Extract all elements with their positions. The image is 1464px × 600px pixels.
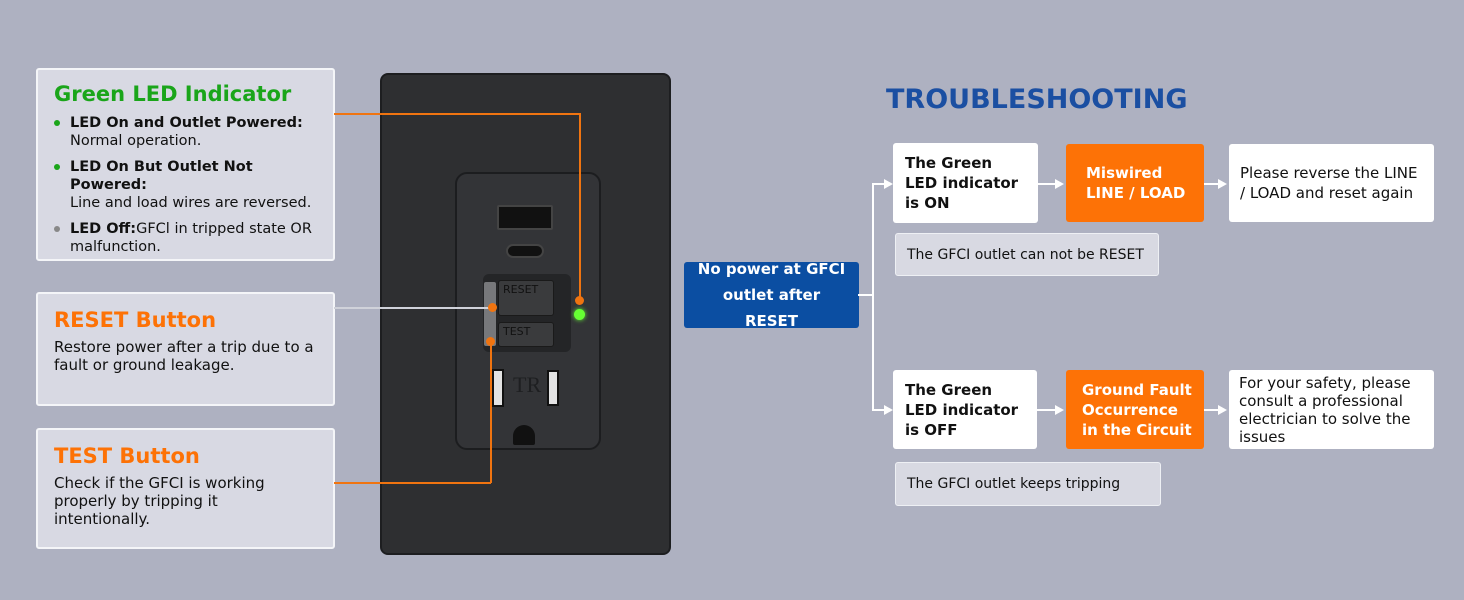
tr-mark: TR xyxy=(513,372,542,397)
test-leader-line xyxy=(334,482,491,484)
left-slot xyxy=(492,369,504,407)
arrow-icon xyxy=(1218,405,1227,415)
arrow-icon xyxy=(884,405,893,415)
led-leader-line xyxy=(579,113,581,300)
led-item-desc: GFCl in tripped state OR malfunction. xyxy=(70,221,312,255)
reset-leader-line xyxy=(334,307,492,309)
condition-led-on: The Green LED indicator is ON xyxy=(893,143,1038,223)
troubleshooting-title: TROUBLESHOOTING xyxy=(886,84,1188,115)
led-item-label: LED On But Outlet Not Powered: xyxy=(70,159,253,193)
test-card-title: TEST Button xyxy=(54,444,200,468)
reset-button-card: RESET Button Restore power after a trip … xyxy=(36,292,335,406)
connector xyxy=(858,294,873,296)
led-item: LED On But Outlet Not Powered: Line and l… xyxy=(54,158,317,212)
led-item-desc: Normal operation. xyxy=(70,133,202,149)
arrow-icon xyxy=(1218,179,1227,189)
connector xyxy=(872,183,885,185)
bullet-icon xyxy=(54,226,60,232)
test-button-card: TEST Button Check if the GFCI is working… xyxy=(36,428,335,549)
test-leader-line xyxy=(490,341,492,483)
arrow-icon xyxy=(884,179,893,189)
start-box: No power at GFCI outlet after RESET xyxy=(684,260,859,330)
test-leader-dot xyxy=(486,337,495,346)
led-item: LED Off:GFCl in tripped state OR malfunc… xyxy=(54,220,317,256)
connector xyxy=(1204,409,1219,411)
arrow-icon xyxy=(1055,405,1064,415)
led-item-label: LED On and Outlet Powered: xyxy=(70,115,303,131)
note-keeps-tripping: The GFCI outlet keeps tripping xyxy=(895,462,1161,506)
bullet-icon xyxy=(54,120,60,126)
led-item: LED On and Outlet Powered: Normal operati… xyxy=(54,114,317,150)
led-card-title: Green LED Indicator xyxy=(54,82,292,106)
reset-leader-dot xyxy=(488,303,497,312)
reset-label: RESET xyxy=(503,283,539,296)
arrow-icon xyxy=(1055,179,1064,189)
reset-button[interactable]: RESET xyxy=(498,280,554,316)
usb-c-port xyxy=(506,244,544,258)
reset-card-desc: Restore power after a trip due to a faul… xyxy=(54,338,314,374)
bullet-icon xyxy=(54,164,60,170)
note-cannot-reset: The GFCI outlet can not be RESET xyxy=(895,233,1159,276)
cause-ground-fault: Ground Fault Occurrence in the Circuit xyxy=(1066,370,1204,449)
led-leader-line xyxy=(334,113,580,115)
usb-a-port xyxy=(497,205,553,230)
green-led-icon xyxy=(574,309,585,320)
test-label: TEST xyxy=(503,325,531,338)
condition-led-off: The Green LED indicator is OFF xyxy=(893,370,1037,449)
led-item-label: LED Off: xyxy=(70,221,137,237)
reset-card-title: RESET Button xyxy=(54,308,217,332)
cause-miswired: Miswired LINE / LOAD xyxy=(1066,144,1204,222)
led-item-desc: Line and load wires are reversed. xyxy=(70,195,312,211)
test-card-desc: Check if the GFCI is working properly by… xyxy=(54,474,265,528)
connector xyxy=(872,409,885,411)
led-leader-dot xyxy=(575,296,584,305)
ground-hole xyxy=(513,425,535,445)
action-reverse: Please reverse the LINE / LOAD and reset… xyxy=(1229,144,1434,222)
led-indicator-card: Green LED Indicator LED On and Outlet Po… xyxy=(36,68,335,261)
connector xyxy=(1204,183,1219,185)
right-slot xyxy=(547,370,559,406)
connector xyxy=(872,183,874,410)
test-button[interactable]: TEST xyxy=(498,322,554,347)
indicator-strip xyxy=(484,282,496,346)
action-consult-electrician: For your safety, please consult a profes… xyxy=(1229,370,1434,449)
connector xyxy=(1038,183,1056,185)
connector xyxy=(1037,409,1056,411)
